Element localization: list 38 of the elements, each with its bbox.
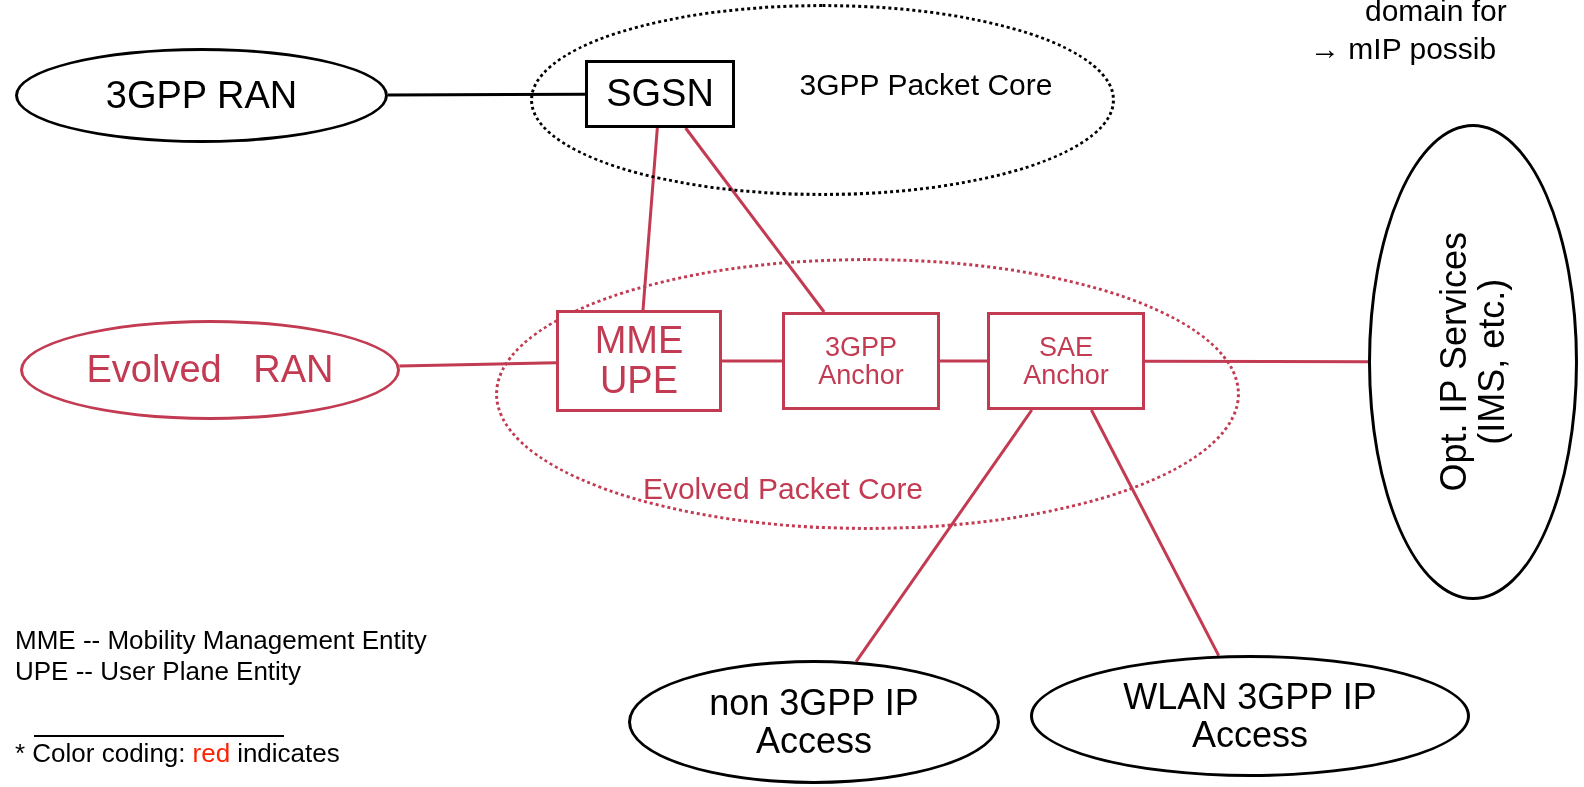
node-label: Evolved Packet Core xyxy=(641,473,925,505)
node-label: 3GPP Packet Core xyxy=(798,69,1054,101)
note-text: domain for xyxy=(1365,0,1507,27)
domain-ellipse xyxy=(530,4,1115,196)
node-label: MME UPE xyxy=(593,321,685,401)
note-text: * Color coding: xyxy=(15,738,186,770)
node-label: WLAN 3GPP IP Access xyxy=(1122,678,1378,754)
network-ellipse xyxy=(1368,124,1578,600)
network-ellipse xyxy=(20,320,400,420)
entity-box xyxy=(782,312,940,410)
connector-line xyxy=(641,127,659,311)
network-ellipse xyxy=(628,660,1000,784)
node-label: SGSN xyxy=(606,74,714,114)
connector-line xyxy=(684,127,826,313)
node-label: SAE Anchor xyxy=(1022,332,1110,390)
note-text: UPE -- User Plane Entity xyxy=(15,656,303,688)
node-label: non 3GPP IP Access xyxy=(708,684,920,760)
entity-box xyxy=(987,312,1145,410)
note-text: indicates xyxy=(237,738,340,770)
connector-line xyxy=(399,361,557,368)
entity-box xyxy=(585,60,735,128)
connector-line xyxy=(940,359,987,363)
note-text: → mIP possib xyxy=(1310,32,1497,65)
connector-line xyxy=(722,359,782,363)
connector-line xyxy=(387,92,585,97)
node-label: Opt. IP Services (IMS, etc.) xyxy=(1435,231,1511,494)
connector-line xyxy=(854,409,1034,663)
network-ellipse xyxy=(1030,655,1470,777)
connector-line xyxy=(1145,359,1368,364)
connector-line xyxy=(1090,409,1221,657)
domain-ellipse xyxy=(495,258,1240,530)
network-ellipse xyxy=(15,48,388,143)
node-label: 3GPP Anchor xyxy=(817,332,905,390)
node-label: 3GPP RAN xyxy=(105,75,298,116)
node-label: Evolved RAN xyxy=(86,350,334,390)
highlighted-word: red xyxy=(192,738,231,770)
entity-box xyxy=(556,310,722,412)
note-text: MME -- Mobility Management Entity xyxy=(15,625,427,657)
